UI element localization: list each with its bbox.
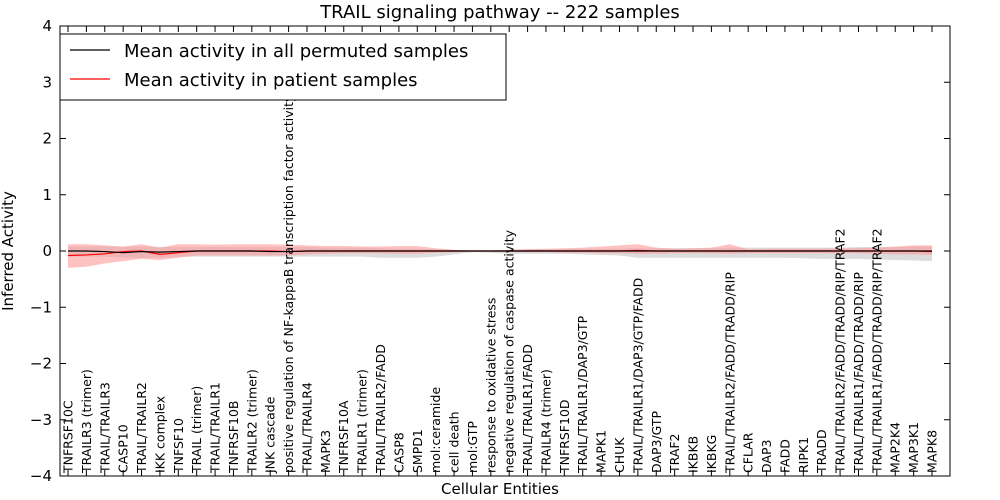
x-tick-label: JNK cascade [263,396,278,474]
x-tick-label: FADD [777,439,792,473]
x-tick-label: TNFRSF10C [61,400,76,474]
x-tick-label: TNFSF10 [171,418,186,474]
x-tick-label: MAPK1 [594,430,609,473]
line-series-0 [68,250,932,254]
y-tick-label: 3 [42,73,52,91]
x-tick-label: IKBKB [686,436,701,473]
x-tick-label: positive regulation of NF-kappaB transcr… [281,94,296,473]
legend-label-permuted: Mean activity in all permuted samples [124,41,468,62]
y-tick-label: −4 [30,467,52,485]
x-tick-label: TRAIL/TRAILR1/DAP3/GTP [575,315,590,474]
x-tick-label: IKBKG [704,435,719,473]
y-axis-label: Inferred Activity [0,191,17,311]
y-tick-label: −1 [30,298,52,316]
x-tick-label: SMPD1 [410,429,425,473]
x-tick-label: TRAIL/TRAILR1/FADD [520,344,535,474]
x-tick-label: TRAIL/TRAILR3 [97,382,112,474]
x-tick-label: TRAIL/TRAILR2/FADD [373,344,388,474]
legend: Mean activity in all permuted samples Me… [59,33,507,101]
y-tick-label: −3 [30,411,52,429]
x-tick-label: MAPK8 [925,430,940,473]
x-tick-label: DAP3/GTP [649,410,664,473]
legend-box [59,33,507,101]
series-lines [67,249,933,257]
y-tick-label: 1 [42,186,52,204]
x-tick-label: CHUK [612,437,627,473]
x-tick-label: CASP8 [391,432,406,473]
x-tick-label: negative regulation of caspase activity [502,229,517,473]
y-tick-label: 4 [42,17,52,35]
y-tick-label: 0 [42,242,52,260]
x-tick-label: TRAILR4 (trimer) [538,369,553,474]
x-tick-label: TRAIL (trimer) [189,386,204,474]
x-tick-label: TRAF2 [667,433,682,474]
x-tick-label: TNFRSF10B [226,401,241,474]
x-tick-label: TNFRSF10D [557,399,572,474]
x-tick-label: TRAIL/TRAILR1/FADD/TRADD/RIP/TRAF2 [869,228,884,474]
y-tick-label: −2 [30,355,52,373]
x-tick-label: TNFRSF10A [336,400,351,474]
x-tick-label: CFLAR [741,432,756,473]
x-tick-label: IKK complex [152,396,167,473]
x-tick-label: TRAIL/TRAILR1/DAP3/GTP/FADD [630,278,645,474]
x-tick-label: CASP10 [116,424,131,473]
x-tick-label: TRADD [814,429,829,474]
x-tick-label: RIPK1 [796,437,811,473]
x-tick-label: cell death [447,411,462,473]
x-tick-label: mol:GTP [465,421,480,473]
x-tick-label: TRAIL/TRAILR2 [134,382,149,474]
x-tick-label: TRAIL/TRAILR1/FADD/TRADD/RIP [851,272,866,474]
x-tick-label: TRAIL/TRAILR1 [208,382,223,474]
y-axis: −4 −3 −2 −1 0 1 2 3 4 [30,17,950,485]
x-tick-label: DAP3 [759,440,774,473]
x-tick-label: MAPK3 [318,430,333,473]
x-tick-label: TRAIL/TRAILR4 [299,382,314,474]
chart-title: TRAIL signaling pathway -- 222 samples [319,2,680,23]
x-tick-label: mol:ceramide [428,387,443,473]
x-tick-label: MAP2K4 [888,422,903,473]
x-axis-label: Cellular Entities [441,480,559,498]
x-tick-label: TRAILR2 (trimer) [244,369,259,474]
x-tick-label: TRAILR3 (trimer) [79,369,94,474]
legend-label-patient: Mean activity in patient samples [124,70,418,91]
band-series-1 [68,244,932,268]
x-tick-label: TRAIL/TRAILR2/FADD/TRADD/RIP [722,272,737,474]
x-tick-label: TRAIL/TRAILR2/FADD/TRADD/RIP/TRAF2 [833,228,848,474]
x-tick-label: MAP3K1 [906,422,921,473]
y-tick-label: 2 [42,130,52,148]
x-tick-label: TRAILR1 (trimer) [355,369,370,474]
confidence-bands [68,244,932,268]
x-tick-label: response to oxidative stress [483,298,498,473]
